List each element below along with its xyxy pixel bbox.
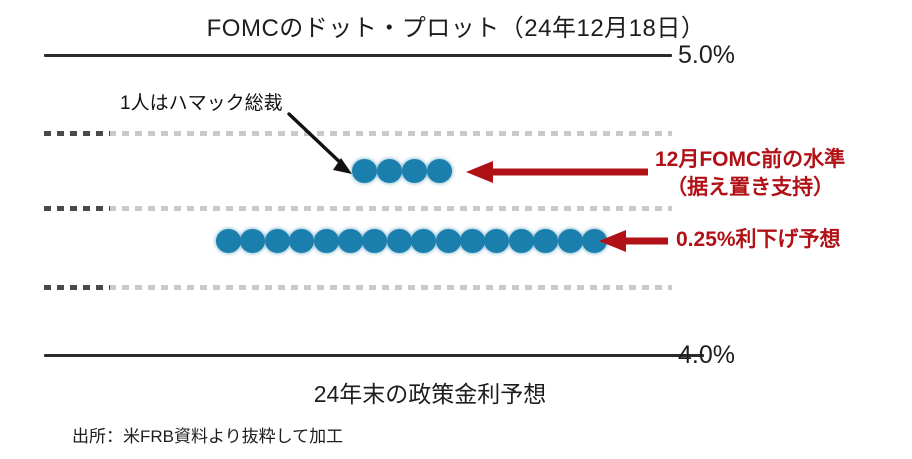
dot-marker bbox=[377, 159, 402, 183]
source-note: 出所：米FRB資料より抜粋して加工 bbox=[72, 427, 344, 446]
dot-marker bbox=[352, 159, 377, 183]
red-arrow-rate-cut bbox=[599, 230, 668, 252]
pre-fomc-level-line1: 12月FOMC前の水準 bbox=[655, 148, 846, 171]
pre-fomc-level-line2: （据え置き支持） bbox=[666, 175, 835, 199]
gridline-4-0-percent bbox=[44, 354, 704, 357]
dot-marker bbox=[557, 229, 583, 253]
gridline-5-0-percent bbox=[44, 54, 672, 57]
dot-marker bbox=[435, 229, 461, 253]
dot-marker bbox=[338, 229, 363, 253]
pre-fomc-level-annotation: 12月FOMC前の水準 （据え置き支持） bbox=[655, 146, 845, 201]
dot-marker bbox=[264, 229, 290, 253]
dot-marker bbox=[411, 229, 437, 253]
dot-marker bbox=[582, 229, 607, 253]
hammack-callout-label: 1人はハマック総裁 bbox=[120, 93, 283, 114]
black-callout-arrow bbox=[287, 112, 352, 174]
dot-marker bbox=[240, 229, 266, 253]
rate-cut-forecast-annotation: 0.25%利下げ予想 bbox=[676, 228, 841, 251]
dot-marker bbox=[386, 229, 412, 253]
dot-marker bbox=[289, 229, 315, 253]
gridline-4-25-percent bbox=[44, 285, 672, 290]
dot-marker bbox=[402, 159, 427, 183]
gridline-4-5-percent bbox=[44, 206, 672, 211]
y-axis-label-top: 5.0% bbox=[678, 41, 735, 69]
dot-marker bbox=[533, 229, 559, 253]
dot-marker bbox=[460, 229, 485, 253]
gridline-4-75-percent bbox=[44, 131, 672, 136]
y-axis-label-bottom: 4.0% bbox=[678, 341, 735, 369]
red-arrow-pre-fomc bbox=[466, 161, 648, 183]
dot-marker bbox=[313, 229, 339, 253]
x-axis-title: 24年末の政策金利予想 bbox=[313, 381, 547, 407]
chart-title: FOMCのドット・プロット（24年12月18日） bbox=[206, 15, 706, 42]
dot-marker bbox=[508, 229, 534, 253]
dot-marker bbox=[427, 159, 452, 183]
dot-marker bbox=[484, 229, 510, 253]
dot-marker bbox=[362, 229, 388, 253]
dot-marker bbox=[216, 229, 241, 253]
